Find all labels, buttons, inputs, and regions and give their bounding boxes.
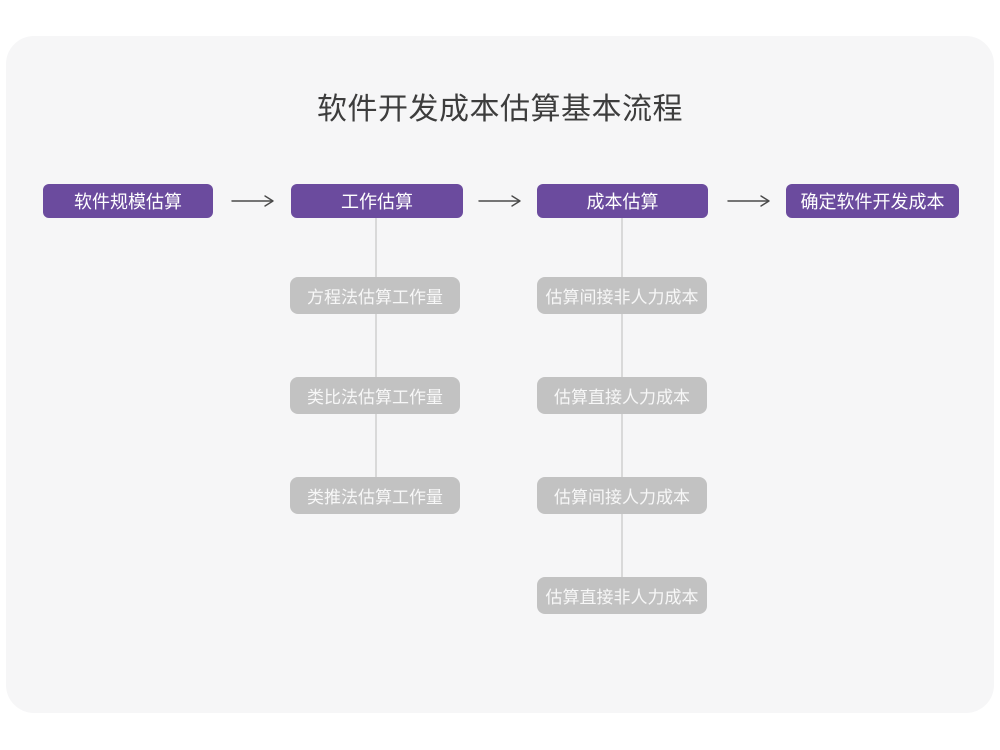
sub-node-indirect-nonlabor-cost: 估算间接非人力成本 bbox=[537, 277, 707, 314]
sub-node-direct-labor-cost: 估算直接人力成本 bbox=[537, 377, 707, 414]
arrow-right-icon bbox=[477, 194, 523, 208]
flow-node-cost-estimation: 成本估算 bbox=[537, 184, 708, 218]
sub-node-extrapolation-method: 类推法估算工作量 bbox=[290, 477, 460, 514]
flow-node-determine-dev-cost: 确定软件开发成本 bbox=[786, 184, 959, 218]
sub-node-direct-nonlabor-cost: 估算直接非人力成本 bbox=[537, 577, 707, 614]
sub-node-indirect-labor-cost: 估算间接人力成本 bbox=[537, 477, 707, 514]
sub-node-analogy-method: 类比法估算工作量 bbox=[290, 377, 460, 414]
connector-line-effort-branch bbox=[375, 218, 377, 488]
diagram-title: 软件开发成本估算基本流程 bbox=[317, 93, 683, 126]
arrow-right-icon bbox=[230, 194, 276, 208]
sub-node-equation-method: 方程法估算工作量 bbox=[290, 277, 460, 314]
diagram-card bbox=[6, 36, 994, 713]
flow-node-effort-estimation: 工作估算 bbox=[291, 184, 463, 218]
flow-node-software-scale-estimation: 软件规模估算 bbox=[43, 184, 213, 218]
arrow-right-icon bbox=[726, 194, 772, 208]
